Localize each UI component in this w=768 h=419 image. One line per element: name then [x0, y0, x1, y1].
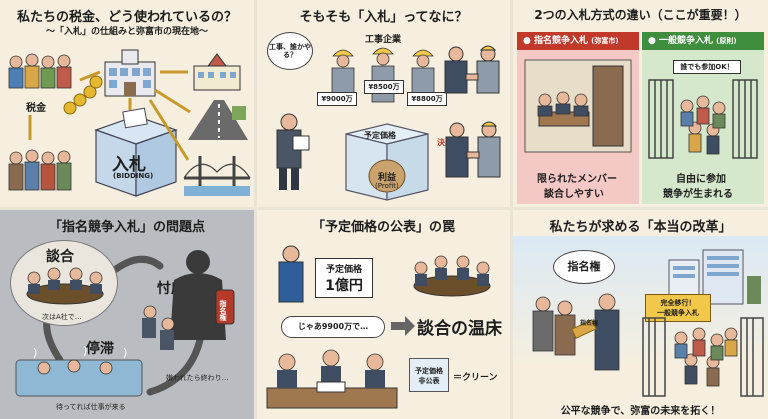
- panel-problems: 「指名競争入札」の問題点 談合 次はA社で… 忖度 指名権 嫌われたら終わり… …: [0, 210, 254, 419]
- price-box-label: 予定価格: [364, 131, 396, 140]
- sontaku-illustration: [142, 250, 235, 350]
- flow-arrows: [28, 70, 191, 161]
- right-caption-2: 競争が生まれる: [663, 189, 733, 200]
- teitai-label: 停滞: [86, 341, 114, 357]
- panel-2-title: そもそも「入札」ってなに？: [299, 10, 468, 25]
- price-sign-line-1: 予定価格: [325, 265, 362, 275]
- non-public-box: 予定価格 非公表: [409, 358, 449, 392]
- seal-label: 指名権: [219, 300, 227, 321]
- panel-1-title: 私たちの税金、どう使われているの？: [17, 10, 237, 25]
- panel-5-title: 「予定価格の公表」の罠: [311, 220, 455, 235]
- right-caption-1: 自由に参加: [676, 174, 726, 185]
- hotbed-label: 談合の温床: [417, 319, 502, 339]
- speech-bubble: じゃあ9900万で…: [281, 316, 385, 338]
- citizens-illustration: [8, 53, 72, 89]
- open-gate-crowd-illustration: [642, 317, 764, 397]
- reform-footer: 公平な競争で、弥富の未来を拓く！: [560, 406, 721, 417]
- transition-sign-line-1: 完全移行！: [660, 299, 696, 307]
- handshake-illustration: [444, 45, 500, 94]
- left-header-sub: (弥富市): [591, 37, 619, 45]
- open-gate-illustration: [648, 79, 758, 159]
- panel-4-title: 「指名競争入札」の問題点: [48, 220, 205, 235]
- panel-price-trap: 「予定価格の公表」の罠 予定価格 1億円 じゃあ9900万で… 談合の温床 予定…: [257, 210, 510, 419]
- non-public-line-2: 非公表: [418, 377, 440, 385]
- price-box-illustration: [345, 123, 429, 201]
- profit-sub: (Profit): [375, 182, 399, 190]
- sontaku-caption: 嫌われたら終わり…: [166, 374, 229, 382]
- transition-sign-line-2: 一般競争入札: [657, 309, 699, 317]
- ballot-box-subtitle: (BIDDING): [113, 172, 154, 180]
- ballot-box-title: 入札: [112, 155, 146, 175]
- closed-room-illustration: [524, 59, 632, 153]
- coins-icon: [63, 75, 103, 115]
- clean-label: ＝クリーン: [453, 373, 498, 383]
- road-icon: [188, 100, 248, 140]
- companies-label: 工事企業: [365, 35, 402, 45]
- decided-label: 決定: [437, 138, 453, 147]
- bid-3: ¥8800万: [407, 92, 447, 106]
- profit-label: 利益: [378, 173, 397, 183]
- panel-1-subtitle: 〜「入札」の仕組みと弥富市の現在地〜: [45, 27, 208, 37]
- reformers-illustration: [532, 293, 620, 371]
- panel-3-title: 2つの入札方式の違い（ここが重要！）: [534, 8, 747, 22]
- question-bubble: 工事、誰かやる？: [267, 32, 313, 70]
- bridge-icon: [183, 156, 251, 196]
- panel-two-methods: 2つの入札方式の違い（ここが重要！） ● 指名競争入札 (弥富市) ● 一般競争…: [513, 0, 768, 207]
- dango-circle: [10, 240, 118, 326]
- panel-what-is-bidding: そもそも「入札」ってなに？ 工事、誰かやる？ 工事企業 ¥9000万 ¥8500…: [257, 0, 510, 207]
- panel-6-title: 私たちが求める「本当の改革」: [549, 220, 732, 235]
- meeting-illustration: [413, 255, 491, 297]
- dango-meeting-illustration: [26, 267, 104, 305]
- non-public-line-1: 予定価格: [415, 367, 443, 375]
- right-header-sub: (原則): [716, 37, 737, 45]
- price-sign-line-2: 1億円: [325, 278, 363, 294]
- dango-label: 談合: [46, 249, 74, 265]
- dealers-illustration: [266, 349, 398, 409]
- school-icon: [193, 53, 241, 91]
- handshake-decided-illustration: [445, 121, 501, 178]
- city-hall-icon: [104, 49, 156, 97]
- teitai-caption: 待ってれば仕事が来る: [56, 403, 126, 411]
- price-sign: 予定価格 1億円: [315, 258, 373, 298]
- left-header-text: 指名競争入札: [534, 36, 589, 46]
- panel-tax-usage: 私たちの税金、どう使われているの？ 〜「入札」の仕組みと弥富市の現在地〜 税金: [0, 0, 254, 207]
- bid-1: ¥9000万: [317, 92, 357, 106]
- left-caption-2: 談合しやすい: [544, 189, 604, 200]
- tax-label: 税金: [26, 103, 46, 114]
- official-illustration: [276, 113, 310, 190]
- right-header: ● 一般競争入札 (原則): [642, 32, 764, 50]
- presenter-illustration: [278, 245, 304, 303]
- left-header: ● 指名競争入札 (弥富市): [517, 32, 639, 50]
- crowd-illustration: [8, 149, 72, 191]
- right-arrow-icon: [391, 316, 415, 336]
- bid-2: ¥8500万: [364, 80, 404, 94]
- panel-true-reform: 私たちが求める「本当の改革」 指名権 指名権 完全移行！ 一般競争入札 公平な競…: [513, 210, 768, 419]
- key-label: 指名権: [580, 320, 599, 327]
- dango-caption: 次はA社で…: [42, 313, 82, 321]
- left-caption-1: 限られたメンバー: [537, 174, 617, 185]
- nomination-power-bubble: 指名権: [553, 250, 615, 284]
- right-header-text: 一般競争入札: [659, 36, 714, 46]
- hot-spring-illustration: [15, 345, 143, 397]
- open-sign: 誰でも参加OK！: [673, 60, 741, 74]
- ballot-box-icon: [94, 107, 178, 197]
